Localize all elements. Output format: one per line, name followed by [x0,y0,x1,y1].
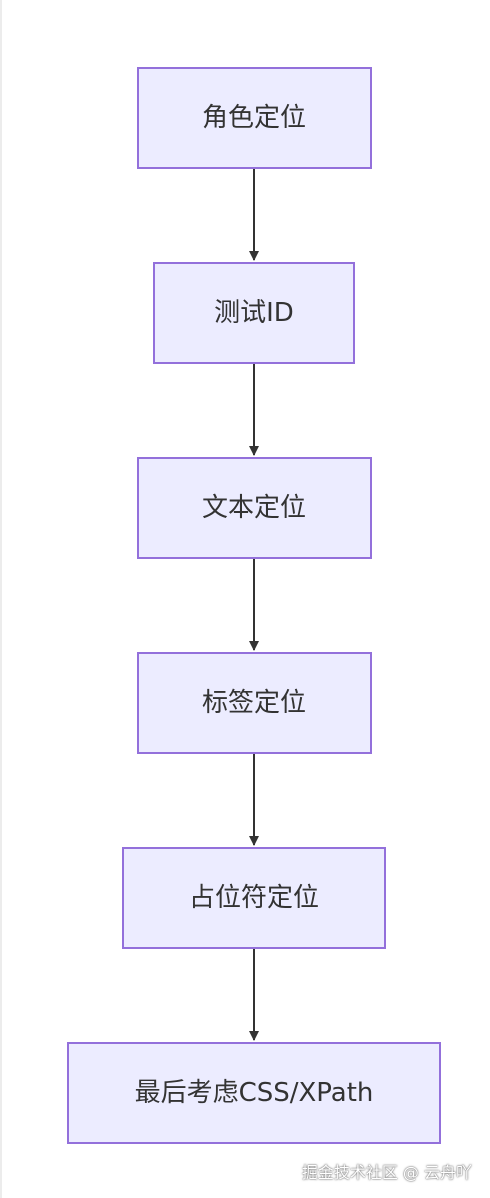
flow-node-box [137,652,372,754]
flow-node-box [122,847,386,949]
flow-node-box [67,1042,441,1144]
flow-node-box [137,67,372,169]
watermark-text: 掘金技术社区 @ 云舟吖 [301,1163,472,1182]
page-left-border [0,0,2,1198]
flow-node-label: 文本定位 [202,493,306,523]
flow-node-label: 最后考虑CSS/XPath [135,1078,374,1108]
flow-node-role: 角色定位 [137,67,372,169]
flow-node-label-locator: 标签定位 [137,652,372,754]
flow-node-box [153,262,355,364]
flow-node-test-id: 测试ID [153,262,355,364]
flow-node-label: 测试ID [214,298,294,328]
flow-node-box [137,457,372,559]
flow-node-label: 角色定位 [202,103,306,133]
flow-node-placeholder: 占位符定位 [122,847,386,949]
flow-node-text: 文本定位 [137,457,372,559]
flow-node-css-xpath: 最后考虑CSS/XPath [67,1042,441,1144]
flow-node-label: 占位符定位 [189,883,319,913]
flow-node-label: 标签定位 [202,688,306,718]
